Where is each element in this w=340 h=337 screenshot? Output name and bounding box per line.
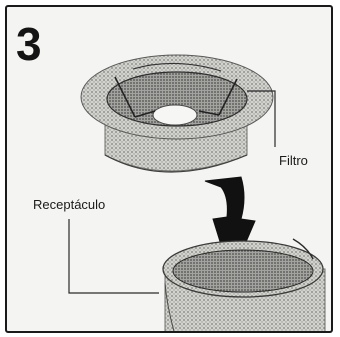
receptacle-label: Receptáculo bbox=[33, 198, 105, 212]
receptacle-leader-line bbox=[69, 219, 159, 293]
step-illustration bbox=[7, 7, 333, 333]
instruction-panel: 3 bbox=[5, 5, 333, 333]
receptacle-illustration bbox=[163, 239, 325, 333]
filter-illustration bbox=[81, 55, 273, 172]
filter-label: Filtro bbox=[279, 154, 308, 168]
